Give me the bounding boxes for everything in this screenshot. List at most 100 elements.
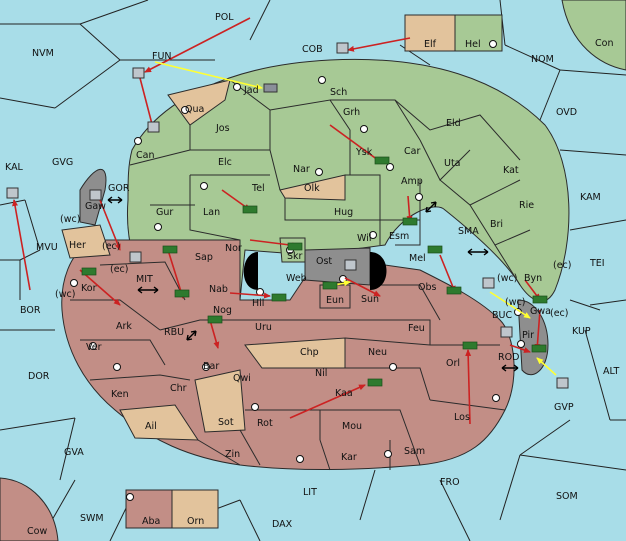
label-ark: Ark bbox=[116, 321, 132, 332]
label-her: Her bbox=[69, 240, 86, 251]
province-her[interactable] bbox=[61, 224, 111, 259]
orders-yellow bbox=[154, 61, 557, 376]
label-buc: BUC bbox=[492, 310, 512, 321]
label-ver: Ver bbox=[86, 342, 102, 353]
label-bor: BOR bbox=[20, 305, 41, 316]
label-sap: Sap bbox=[195, 252, 213, 263]
label-rot: Rot bbox=[257, 418, 273, 429]
army-unit[interactable] bbox=[427, 245, 443, 254]
army-unit[interactable] bbox=[174, 289, 190, 298]
label-sot: Sot bbox=[218, 417, 234, 428]
fleet-unit[interactable] bbox=[6, 187, 19, 199]
army-unit[interactable] bbox=[322, 281, 338, 290]
label-som: SOM bbox=[556, 491, 578, 502]
province-eun[interactable] bbox=[319, 284, 351, 309]
label-uta: Uta bbox=[444, 158, 461, 169]
label-los: Los bbox=[454, 412, 470, 423]
label-gaw: Gaw bbox=[85, 201, 106, 212]
province-pir[interactable] bbox=[517, 299, 549, 376]
label-hel: Hel bbox=[465, 39, 481, 50]
label-qwi: Qwi bbox=[233, 373, 251, 384]
label-fro: FRO bbox=[440, 477, 460, 488]
label-dax: DAX bbox=[272, 519, 293, 530]
label-kam: KAM bbox=[580, 192, 601, 203]
label-swm: SWM bbox=[80, 513, 104, 524]
army-unit[interactable] bbox=[462, 341, 478, 350]
fleet-unit[interactable] bbox=[500, 326, 513, 338]
label-alt: ALT bbox=[603, 366, 619, 377]
label-tei: TEI bbox=[589, 258, 605, 269]
label-tel: Tel bbox=[251, 183, 265, 194]
label-coast-wc: (wc) bbox=[497, 273, 517, 284]
units bbox=[6, 42, 569, 389]
label-jad: Jad bbox=[243, 85, 259, 96]
fleet-unit[interactable] bbox=[482, 277, 495, 289]
label-olk: Olk bbox=[304, 183, 320, 194]
label-obs: Obs bbox=[418, 282, 437, 293]
label-mit: MIT bbox=[136, 274, 153, 285]
army-unit[interactable] bbox=[162, 245, 178, 254]
label-nom: NOM bbox=[531, 54, 554, 65]
label-amp: Amp bbox=[401, 176, 423, 187]
army-unit[interactable] bbox=[374, 156, 390, 165]
label-bri: Bri bbox=[490, 219, 503, 230]
fleet-unit[interactable] bbox=[89, 189, 102, 201]
label-sch: Sch bbox=[330, 87, 347, 98]
army-unit[interactable] bbox=[287, 242, 303, 251]
army-unit[interactable] bbox=[446, 286, 462, 295]
army-unit[interactable] bbox=[242, 205, 258, 214]
province-elf[interactable] bbox=[404, 14, 456, 52]
label-nvm: NVM bbox=[32, 48, 54, 59]
label-mou: Mou bbox=[342, 421, 362, 432]
label-hil: Hil bbox=[252, 298, 264, 309]
fleet-unit[interactable] bbox=[336, 42, 349, 54]
label-gwa: Gwa bbox=[530, 306, 551, 317]
label-elf: Elf bbox=[424, 39, 437, 50]
army-unit[interactable] bbox=[81, 267, 97, 276]
army-unit[interactable] bbox=[367, 378, 383, 387]
label-neu: Neu bbox=[368, 347, 387, 358]
label-kat: Kat bbox=[503, 165, 519, 176]
fleet-unit[interactable] bbox=[344, 259, 357, 271]
label-skr: Skr bbox=[287, 251, 303, 262]
label-nil: Nil bbox=[315, 368, 327, 379]
label-zin: Zin bbox=[225, 449, 240, 460]
fleet-unit[interactable] bbox=[263, 83, 278, 93]
label-qua: Qua bbox=[185, 104, 204, 115]
label-coast-ec: (ec) bbox=[110, 264, 128, 275]
fleet-unit[interactable] bbox=[556, 377, 569, 389]
army-unit[interactable] bbox=[532, 295, 548, 304]
army-unit[interactable] bbox=[207, 315, 223, 324]
label-pir: Pir bbox=[522, 330, 534, 341]
province-olk[interactable] bbox=[279, 174, 346, 201]
label-ost: Ost bbox=[316, 256, 332, 267]
army-unit[interactable] bbox=[531, 344, 547, 353]
label-sam: Sam bbox=[404, 446, 425, 457]
label-ail: Ail bbox=[145, 421, 157, 432]
label-gva: GVA bbox=[64, 447, 84, 458]
label-chr: Chr bbox=[170, 383, 187, 394]
army-unit[interactable] bbox=[402, 217, 418, 226]
label-ysk: Ysk bbox=[355, 147, 373, 158]
province-ost[interactable] bbox=[304, 247, 371, 286]
label-wil: Wil bbox=[357, 233, 371, 244]
fleet-unit[interactable] bbox=[129, 251, 142, 263]
fleet-unit[interactable] bbox=[147, 121, 160, 133]
label-jos: Jos bbox=[215, 123, 230, 134]
label-nor: Nor bbox=[225, 243, 242, 254]
army-unit[interactable] bbox=[271, 293, 287, 302]
label-kaa: Kaa bbox=[335, 388, 353, 399]
convoy-arrows bbox=[107, 196, 519, 372]
fleet-unit[interactable] bbox=[132, 67, 145, 79]
label-rod: ROD bbox=[498, 352, 519, 363]
label-sun: Sun bbox=[361, 294, 379, 305]
label-lit: LIT bbox=[303, 487, 317, 498]
label-nog: Nog bbox=[213, 305, 232, 316]
strait-cap-right bbox=[370, 252, 387, 290]
province-orn[interactable] bbox=[171, 489, 219, 529]
province-qua[interactable] bbox=[167, 79, 231, 126]
label-cow: Cow bbox=[27, 526, 47, 537]
province-sot[interactable] bbox=[194, 369, 246, 433]
